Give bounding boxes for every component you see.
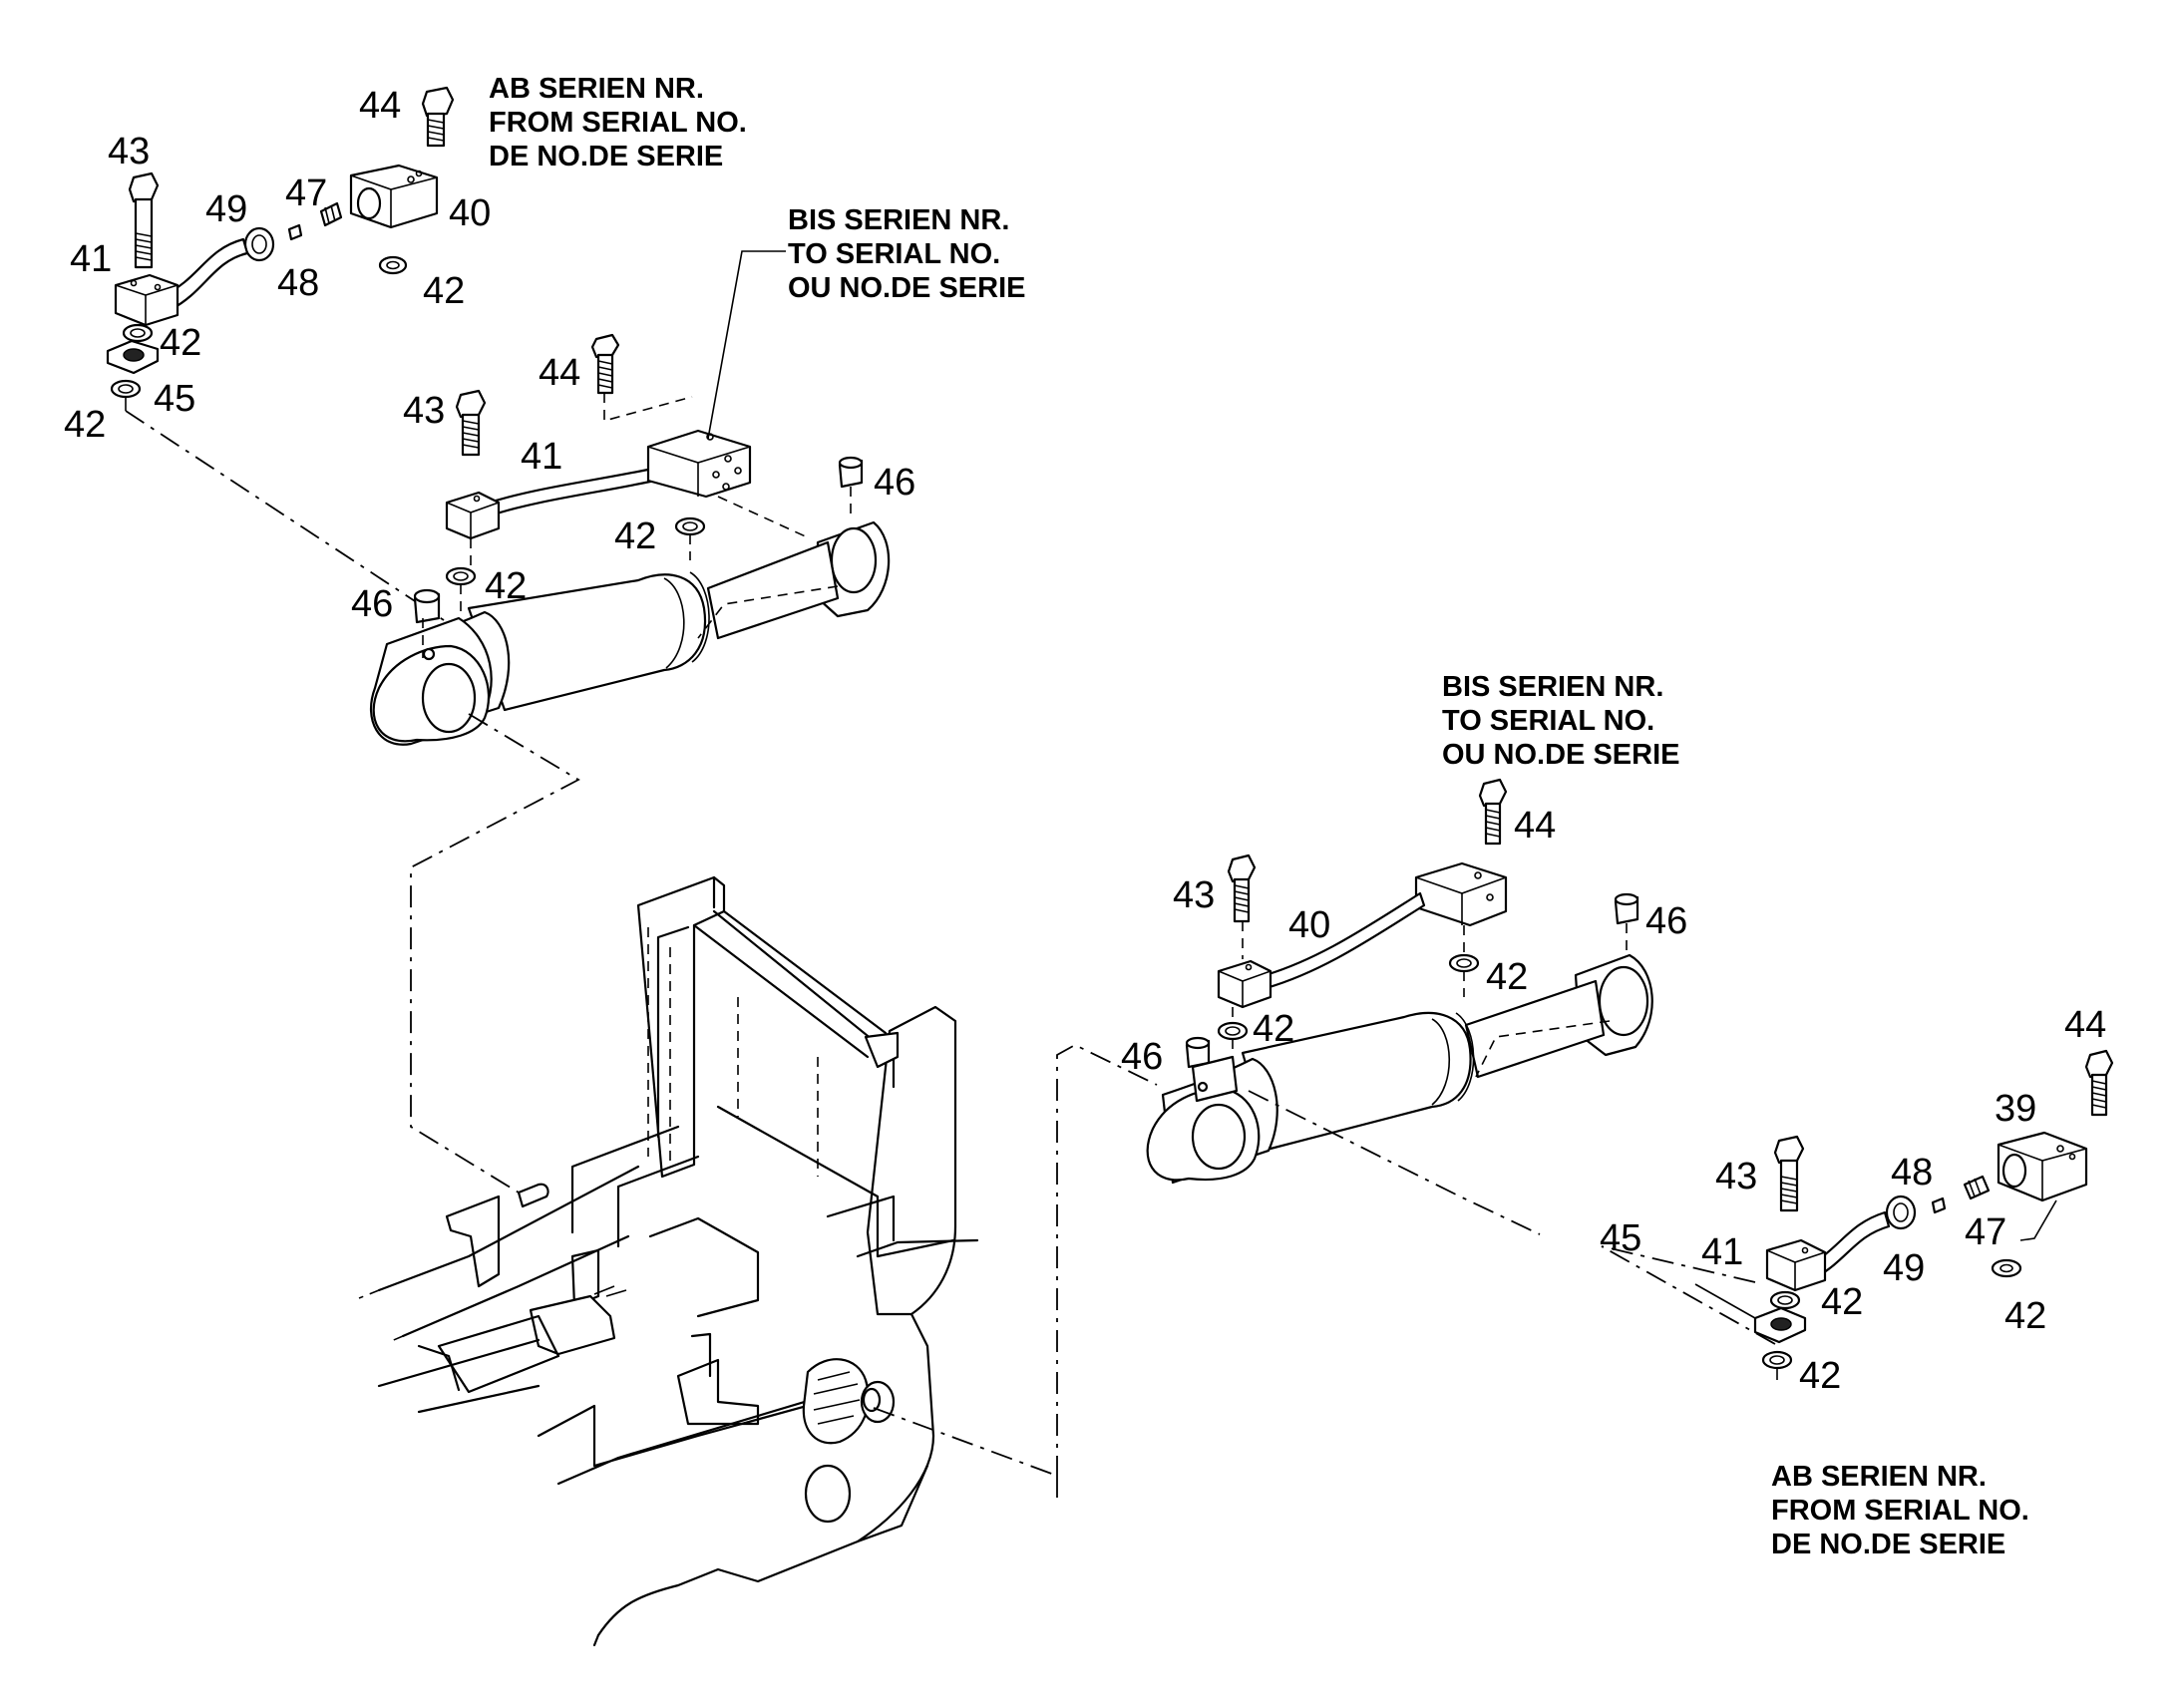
svg-text:BIS SERIEN NR.: BIS SERIEN NR. — [788, 204, 1009, 236]
block-41-br — [1765, 1238, 1827, 1292]
callout-40: 40 — [1288, 904, 1330, 946]
note-to-serial-top-center: BIS SERIEN NR. TO SERIAL NO. OU NO.DE SE… — [707, 204, 1026, 440]
callout-44: 44 — [359, 85, 401, 127]
callout-42: 42 — [485, 565, 527, 607]
callout-42: 42 — [160, 322, 201, 364]
callout-43: 43 — [403, 390, 445, 432]
callout-46: 46 — [874, 462, 915, 504]
plug-46-uc-left — [413, 588, 441, 624]
upper-cylinder-assembly — [370, 333, 891, 746]
svg-text:BIS SERIEN NR.: BIS SERIEN NR. — [1442, 671, 1663, 703]
serial-notes: AB SERIEN NR. FROM SERIAL NO. DE NO.DE S… — [489, 73, 2029, 1560]
block-41-uc — [445, 491, 501, 540]
callout-47: 47 — [1965, 1211, 2006, 1253]
callout-43: 43 — [1715, 1156, 1757, 1197]
svg-text:FROM SERIAL NO.: FROM SERIAL NO. — [1771, 1495, 2029, 1527]
bolt-44-tl — [421, 86, 455, 148]
hydraulic-cylinder-uc — [370, 520, 891, 746]
assembly-lines-upper — [410, 713, 580, 1194]
svg-text:FROM SERIAL NO.: FROM SERIAL NO. — [489, 107, 747, 139]
callout-41: 41 — [521, 436, 562, 478]
callout-47: 47 — [285, 172, 327, 214]
callout-numbers: 44 43 49 47 40 41 48 42 42 45 42 44 43 4… — [64, 85, 2106, 1397]
callout-42: 42 — [2004, 1295, 2046, 1337]
callout-40: 40 — [449, 192, 491, 234]
svg-text:AB SERIEN NR.: AB SERIEN NR. — [1771, 1461, 1987, 1493]
block-40-tl — [349, 164, 439, 229]
mast-frame — [358, 875, 1058, 1647]
svg-text:DE NO.DE SERIE: DE NO.DE SERIE — [489, 141, 723, 172]
callout-43: 43 — [1173, 874, 1215, 916]
callout-43: 43 — [108, 131, 150, 172]
svg-text:OU NO.DE SERIE: OU NO.DE SERIE — [788, 272, 1026, 304]
block-39-br — [1997, 1131, 2088, 1202]
bottom-right-valve-assembly — [1694, 1049, 2114, 1380]
plug-46-mr-right — [1614, 892, 1639, 957]
right-cylinder-assembly — [1146, 778, 1776, 1345]
svg-text:TO SERIAL NO.: TO SERIAL NO. — [788, 238, 1000, 270]
callout-49: 49 — [1883, 1247, 1925, 1289]
plug-46-mr-left — [1185, 1036, 1211, 1069]
top-left-valve-assembly — [106, 86, 455, 399]
block-41-tl — [114, 273, 180, 327]
callout-44: 44 — [539, 352, 580, 394]
fittings-tl — [243, 201, 343, 262]
note-from-serial-bottom-right: AB SERIEN NR. FROM SERIAL NO. DE NO.DE S… — [1771, 1461, 2029, 1560]
callout-48: 48 — [1891, 1152, 1933, 1194]
assembly-lines-tl — [125, 397, 445, 621]
note-to-serial-mid-right: BIS SERIEN NR. TO SERIAL NO. OU NO.DE SE… — [1442, 671, 1680, 771]
callout-42: 42 — [1799, 1355, 1841, 1397]
bolt-44-uc — [590, 333, 620, 395]
callout-46: 46 — [351, 583, 393, 625]
callout-42: 42 — [1821, 1281, 1863, 1323]
svg-text:DE NO.DE SERIE: DE NO.DE SERIE — [1771, 1529, 2005, 1560]
bolt-44-br — [2084, 1049, 2114, 1117]
svg-text:AB SERIEN NR.: AB SERIEN NR. — [489, 73, 704, 105]
callout-46: 46 — [1645, 900, 1687, 942]
callout-46: 46 — [1121, 1036, 1163, 1078]
bolt-43-br — [1773, 1135, 1805, 1212]
valve-block-uc — [646, 429, 752, 499]
callout-41: 41 — [1701, 1231, 1743, 1273]
block-40-mr — [1217, 959, 1272, 1009]
callout-41: 41 — [70, 238, 112, 280]
bolt-43-uc — [455, 389, 487, 457]
fittings-br — [1885, 1175, 1991, 1230]
callout-42: 42 — [423, 270, 465, 312]
callout-44: 44 — [2064, 1004, 2106, 1046]
svg-text:OU NO.DE SERIE: OU NO.DE SERIE — [1442, 739, 1680, 771]
hydraulic-cylinder-mr — [1146, 953, 1653, 1185]
callout-45: 45 — [154, 378, 195, 420]
valve-block-mr — [1414, 861, 1508, 927]
callout-39: 39 — [1995, 1088, 2036, 1130]
callout-42: 42 — [1253, 1008, 1294, 1050]
bolt-44-mr — [1478, 778, 1508, 846]
bolt-43-tl — [128, 171, 160, 269]
note-from-serial-top-left: AB SERIEN NR. FROM SERIAL NO. DE NO.DE S… — [489, 73, 747, 172]
plug-46-uc-right — [838, 456, 864, 518]
svg-text:TO SERIAL NO.: TO SERIAL NO. — [1442, 705, 1654, 737]
flange-45-tl — [106, 339, 160, 375]
flange-45-br — [1753, 1306, 1807, 1344]
callout-42: 42 — [64, 404, 106, 446]
callout-45: 45 — [1600, 1217, 1641, 1259]
callout-48: 48 — [277, 262, 319, 304]
bolt-43-mr — [1227, 854, 1257, 923]
callout-49: 49 — [205, 188, 247, 230]
callout-42: 42 — [1486, 956, 1528, 998]
callout-42: 42 — [614, 515, 656, 557]
callout-44: 44 — [1514, 805, 1556, 847]
assembly-lines-right — [1056, 1043, 1158, 1498]
